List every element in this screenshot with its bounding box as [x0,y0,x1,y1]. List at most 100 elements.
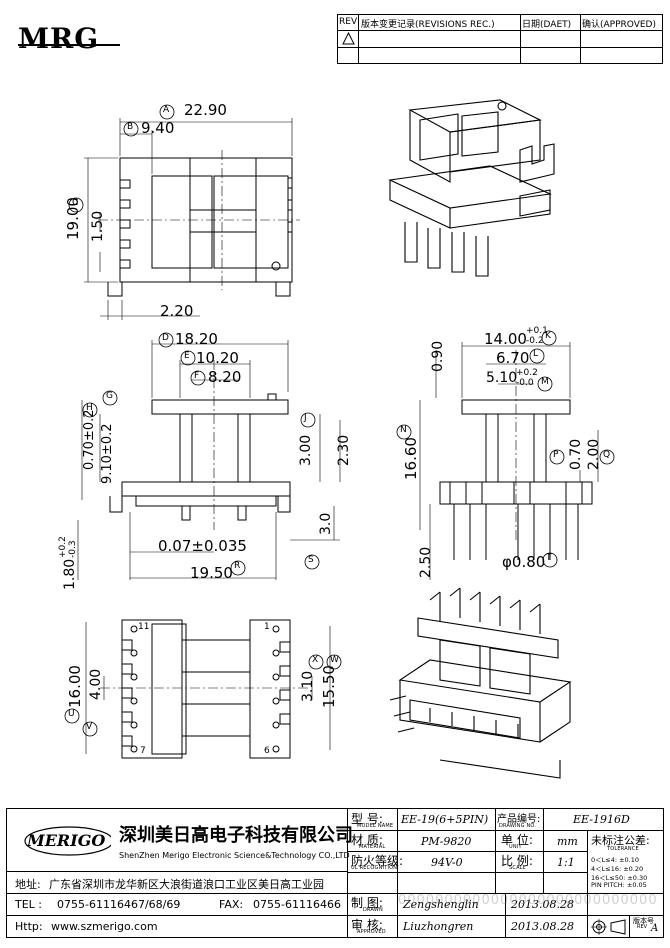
unit-label: 单 位: [501,833,533,847]
tol-label: 未标注公差: [591,834,650,847]
drawn-sub: DRAWN [363,907,383,913]
tag-t: T [546,553,552,563]
dim-m-sup: +0.2 [516,368,538,378]
dim-d: 18.20 [175,330,218,348]
dim-w: 15.50 [320,665,338,708]
dim-k: 14.00 [484,330,527,348]
pin-label-1: 1 [264,622,270,632]
tol-row-3: 16＜L≤50: ±0.30 [591,874,648,882]
tag-v: V [86,722,93,732]
pin-label-6: 6 [264,746,270,756]
tag-m: M [541,377,549,387]
tel-label: TEL : [15,898,43,911]
fire-label: 防火等级: [351,854,404,868]
dim-e: 10.20 [196,349,239,367]
revision-table: REV 版本变更记录(REVISIONS REC.) 日期(DAET) 确认(A… [337,14,663,64]
drawing-sub: DRAWING NO. [499,823,537,829]
tag-l: L [533,349,539,359]
approved-sub: APPROVED [357,929,386,935]
dim-m: 5.10 [486,370,518,386]
drawn-date: 2013.08.28 [511,898,574,911]
tol-row-2: 4＜L≤16: ±0.20 [591,865,644,873]
tag-q: Q [603,450,611,460]
tag-a: A [163,105,170,115]
tag-j: J [304,413,307,423]
dim-top-bottom: 2.20 [160,302,194,320]
fire-sub: UL RECOGNITION [351,865,398,871]
merigo-logo: MERIGO [17,819,111,863]
http: www.szmerigo.com [51,920,158,933]
dim-t: φ0.80 [502,553,546,571]
address-label: 地址: [15,878,41,891]
tag-x: X [312,655,319,665]
dim-side-top: 0.90 [430,340,446,372]
tag-k: K [545,331,551,341]
front-view [77,340,341,580]
dim-m-sub: -0.0 [516,378,534,388]
http-label: Http: [15,920,43,933]
scale-sub: SCALE [509,865,527,871]
tag-s: S [308,555,314,565]
approved-label: 审 核: [351,918,383,932]
unit-value: mm [557,835,578,848]
company-name-en: ShenZhen Merigo Electronic Science&Techn… [119,851,350,860]
logo-underline [18,44,120,46]
merigo-brand: MERIGO [27,831,106,850]
version-label: 版本号 [633,917,654,925]
tag-e: E [184,351,190,361]
model-sub: MODEL NAME [357,823,394,829]
tag-h: H [86,403,93,413]
dim-h: 0.70±0.2 [82,409,97,470]
triangle-icon [342,32,355,45]
side-view [419,342,599,580]
tag-w: W [330,655,339,665]
tag-p: P [553,450,559,460]
drawn-value: Zengshenglin [403,898,479,911]
tag-b: B [127,122,134,132]
tag-g: G [106,391,113,401]
pin-label-7: 7 [140,746,146,756]
iso-view-bottom [389,587,572,779]
dim-side-bottom: 2.50 [418,546,434,578]
tag-r: R [234,561,241,571]
fax: 0755-61116466 [253,898,341,911]
tol-sub: TOLERANCE [607,846,639,852]
scale-value: 1:1 [557,856,575,869]
dim-tol: 0.07±0.035 [158,537,247,555]
mrg-logo-text: MRG [18,22,100,55]
tag-f: F [194,371,200,381]
company-name-cn: 深圳美日高电子科技有限公司 [119,825,353,846]
material-label: 材 质: [351,833,383,847]
material-value: PM-9820 [421,835,472,848]
model-label: 型 号: [351,812,383,826]
watermark: 0000000000000000000000000000 [398,893,658,908]
tol-row-4: PIN PITCH: ±0.05 [591,881,647,889]
dim-pin-sup: +0.2 [58,536,68,558]
drawing-value: EE-1916D [573,813,630,826]
dim-n: 16.60 [402,437,420,480]
technical-drawing [64,99,615,779]
dim-u: 16.00 [66,665,84,708]
fire-value: 94V-0 [431,856,463,869]
dim-v: 4.00 [88,668,104,700]
rev-header: REV [339,17,358,27]
dim-q: 2.00 [586,438,602,470]
approved-header: 确认(APPROVED) [582,20,656,30]
dim-c: 19.00 [64,197,82,240]
dim-j: 3.00 [298,434,314,466]
dim-f: 8.20 [208,368,242,386]
dim-s: 3.0 [318,512,334,535]
date-header: 日期(DAET) [522,20,572,30]
dim-c-small: 1.50 [90,210,106,242]
fax-label: FAX: [219,898,244,911]
dim-r: 19.50 [190,564,233,582]
record-header: 版本变更记录(REVISIONS REC.) [361,20,495,30]
dim-p: 0.70 [568,438,584,470]
dim-k-sup: +0.1 [526,326,548,336]
bottom-view [85,619,331,759]
scale-label: 比 例: [501,854,533,868]
address: 广东省深圳市龙华新区大浪街道浪口工业区美日高工业园 [49,878,324,891]
dim-k-sub: -0.2 [526,336,544,346]
material-sub: MATERIAL [359,844,386,850]
version-sub: REV [637,924,648,930]
